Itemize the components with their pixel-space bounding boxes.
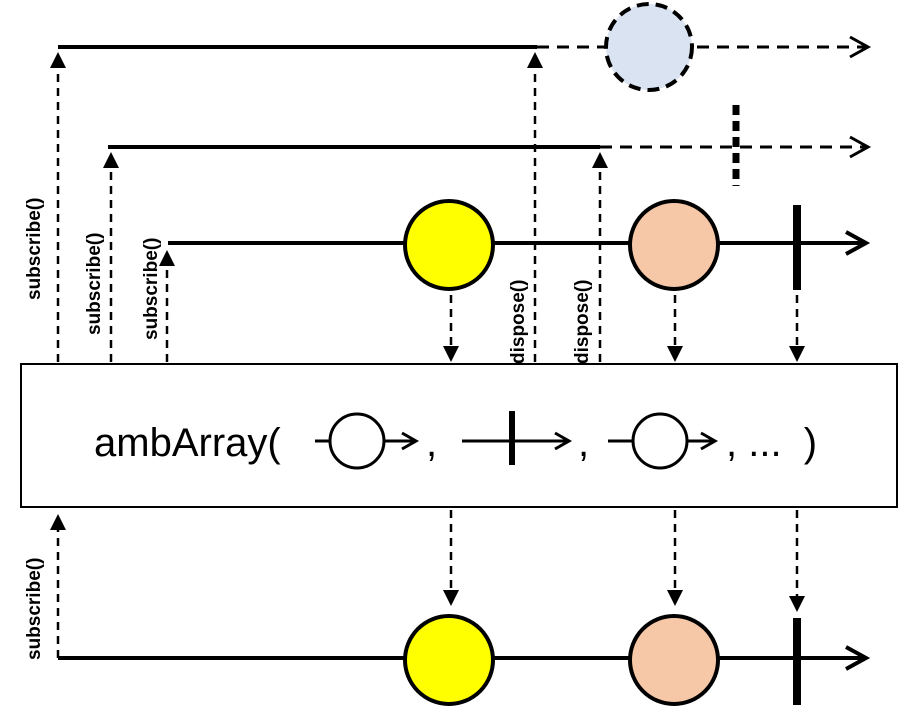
completion-arrow-out (789, 510, 805, 612)
operator-box (20, 363, 898, 508)
source-2-timeline (108, 135, 872, 159)
completion-arrow-in (789, 295, 805, 362)
operator-separator-2: , (578, 421, 589, 465)
dispose-arrow-1 (527, 52, 543, 362)
mini-source-complete-icon (462, 411, 573, 465)
emission-arrow-out-1 (443, 510, 459, 606)
operator-name: ambArray( (94, 421, 281, 465)
source-3-item-yellow (403, 199, 495, 291)
emission-arrow-in-2 (667, 295, 683, 362)
subscribe-label-1: subscribe() (24, 198, 45, 300)
subscribe-arrow-1 (50, 52, 66, 362)
operator-suffix: , ... ) (726, 421, 817, 465)
emission-arrow-in-1 (443, 295, 459, 362)
emission-arrow-out-2 (667, 510, 683, 606)
source-3-item-peach (628, 199, 720, 291)
subscribe-label-output: subscribe() (24, 558, 45, 660)
subscribe-arrow-2 (103, 152, 119, 362)
source-1-timeline (58, 35, 872, 59)
dispose-arrow-2 (592, 152, 608, 362)
dispose-label-2: dispose() (572, 280, 593, 364)
subscribe-label-2: subscribe() (84, 233, 105, 335)
source-1-cancelled-item (604, 2, 694, 92)
mini-source-item-icon (315, 412, 420, 470)
subscribe-arrow-output (50, 514, 66, 658)
subscribe-label-3: subscribe() (141, 238, 162, 340)
subscribe-arrow-3 (159, 250, 175, 362)
mini-source-item-icon-2 (608, 412, 719, 470)
operator-separator-1: , (426, 421, 437, 465)
output-item-peach (628, 614, 720, 706)
dispose-label-1: dispose() (508, 280, 529, 364)
output-item-yellow (403, 614, 495, 706)
source-3-timeline (168, 230, 871, 256)
